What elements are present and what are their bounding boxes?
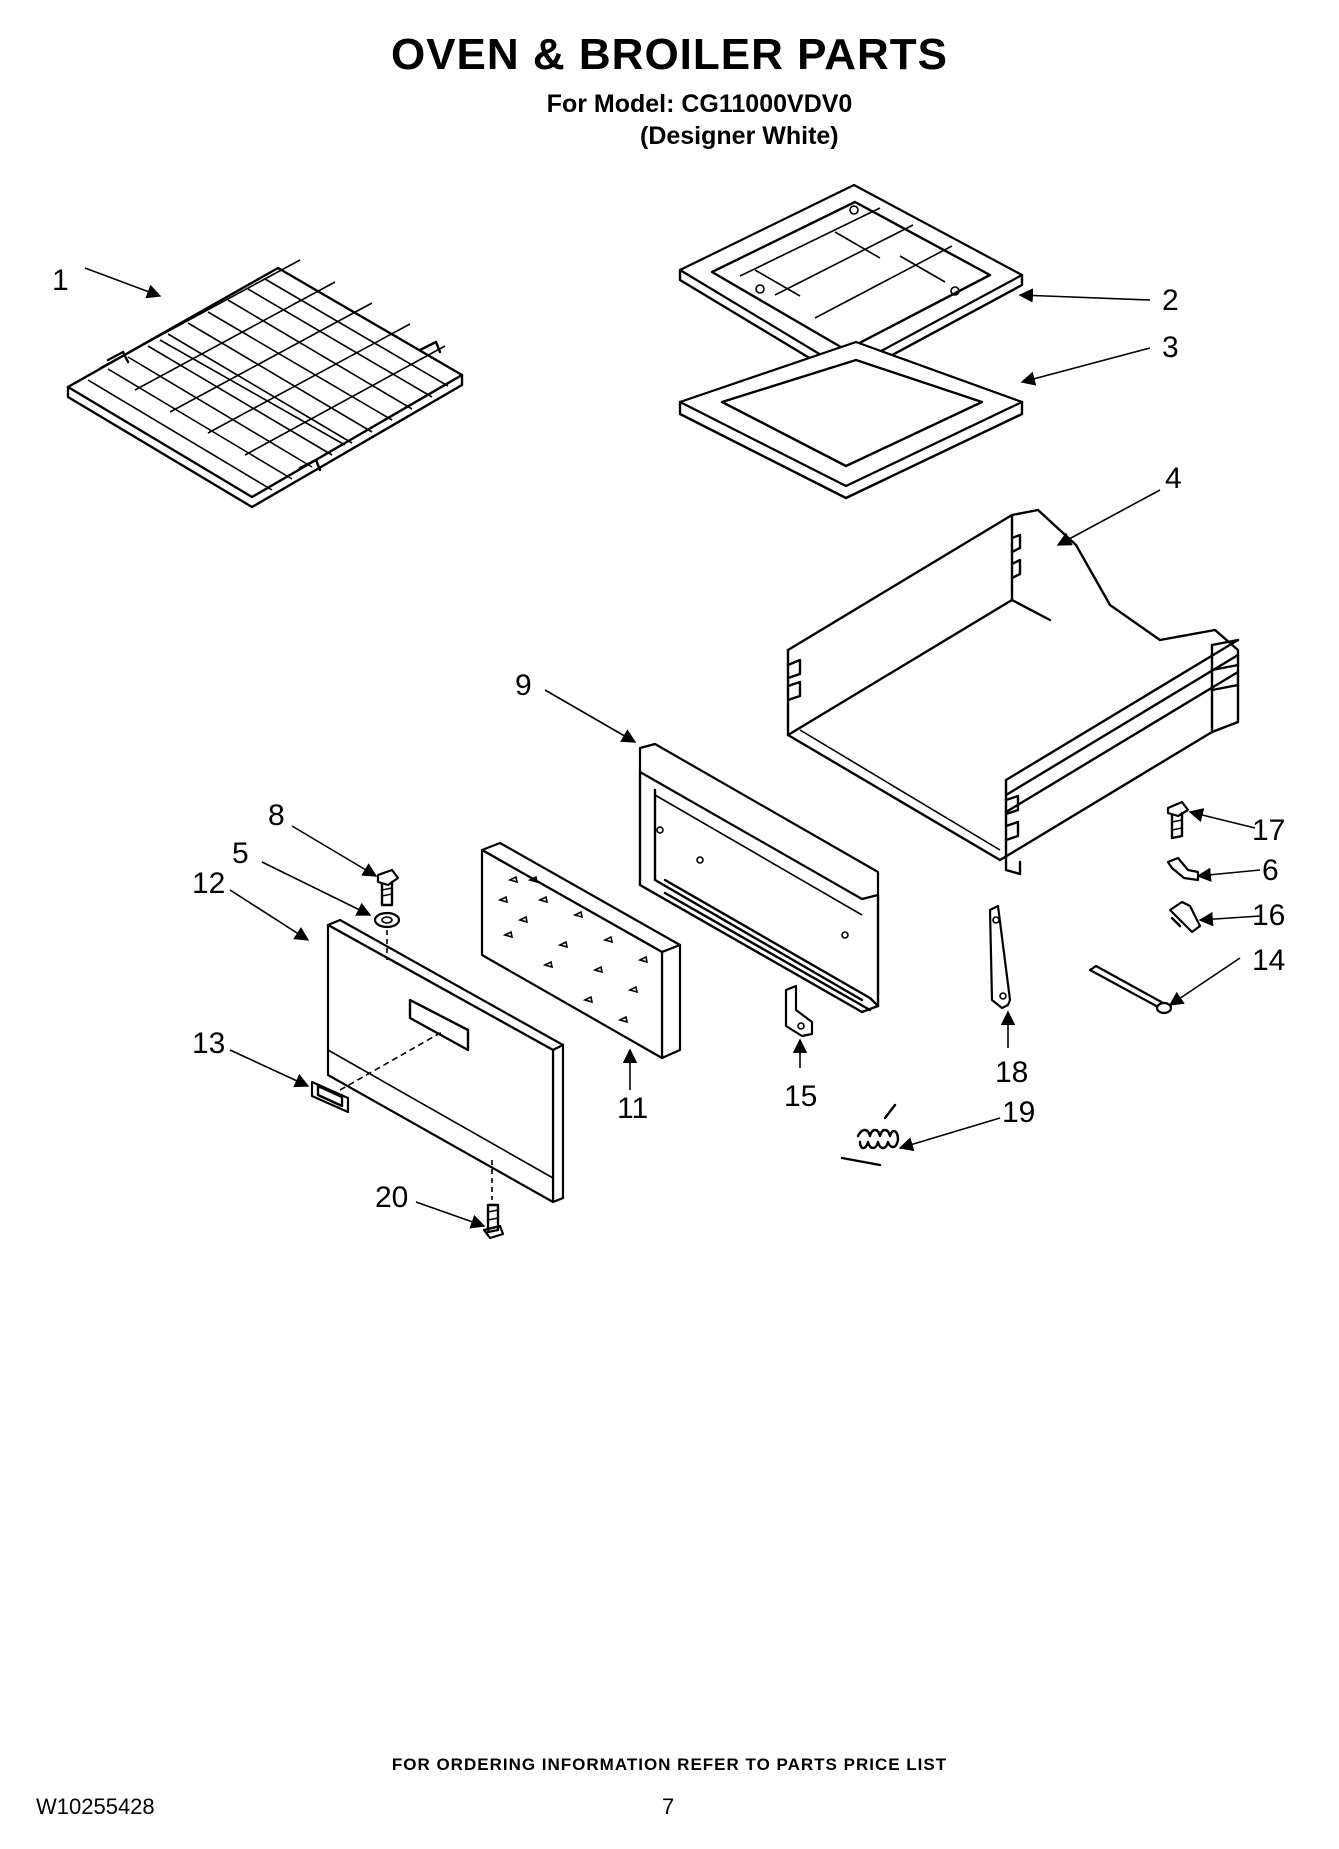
clip-part-16 — [1168, 900, 1202, 934]
washer-part-5 — [373, 911, 401, 929]
callout-4: 4 — [1165, 462, 1182, 495]
callout-2: 2 — [1162, 284, 1179, 317]
clip-part-6 — [1166, 856, 1200, 882]
page-title: OVEN & BROILER PARTS — [390, 30, 948, 79]
spring-part-19 — [840, 1103, 900, 1167]
oven-rack-part — [66, 259, 464, 509]
callout-12: 12 — [192, 867, 225, 900]
bracket-part-15 — [784, 984, 814, 1038]
callout-15: 15 — [784, 1080, 817, 1113]
callout-17: 17 — [1252, 814, 1285, 847]
model-variant: (Designer White) — [640, 122, 839, 150]
slide-support-part-18 — [988, 904, 1012, 1010]
screw-part-17 — [1166, 800, 1190, 840]
callout-6: 6 — [1262, 854, 1279, 887]
leader-lines — [84, 267, 1261, 1229]
callout-14: 14 — [1252, 944, 1285, 977]
ordering-note: FOR ORDERING INFORMATION REFER TO PARTS … — [391, 1755, 948, 1774]
callout-8: 8 — [268, 799, 285, 832]
drawer-front-frame-part — [638, 742, 880, 1014]
rod-part-14 — [1088, 964, 1173, 1015]
drawer-handle-part — [310, 1080, 350, 1114]
screw-part-8 — [376, 868, 400, 907]
callout-20: 20 — [375, 1181, 408, 1214]
callout-5: 5 — [232, 837, 249, 870]
callout-16: 16 — [1252, 899, 1285, 932]
screw-part-20 — [482, 1203, 505, 1240]
broiler-pan-part — [678, 340, 1024, 500]
drawer-body-part — [786, 508, 1240, 876]
broiler-pan-insert-part — [678, 183, 1024, 382]
callout-9: 9 — [515, 669, 532, 702]
callout-19: 19 — [1002, 1096, 1035, 1129]
callout-13: 13 — [192, 1027, 225, 1060]
drawer-insulation-part — [480, 841, 682, 1060]
callout-18: 18 — [995, 1056, 1028, 1089]
model-number: For Model: CG11000VDV0 — [546, 90, 853, 118]
callout-1: 1 — [52, 264, 69, 297]
callout-11: 11 — [617, 1092, 648, 1125]
page-number: 7 — [662, 1794, 675, 1819]
callout-3: 3 — [1162, 331, 1179, 364]
document-number: W10255428 — [36, 1794, 155, 1819]
